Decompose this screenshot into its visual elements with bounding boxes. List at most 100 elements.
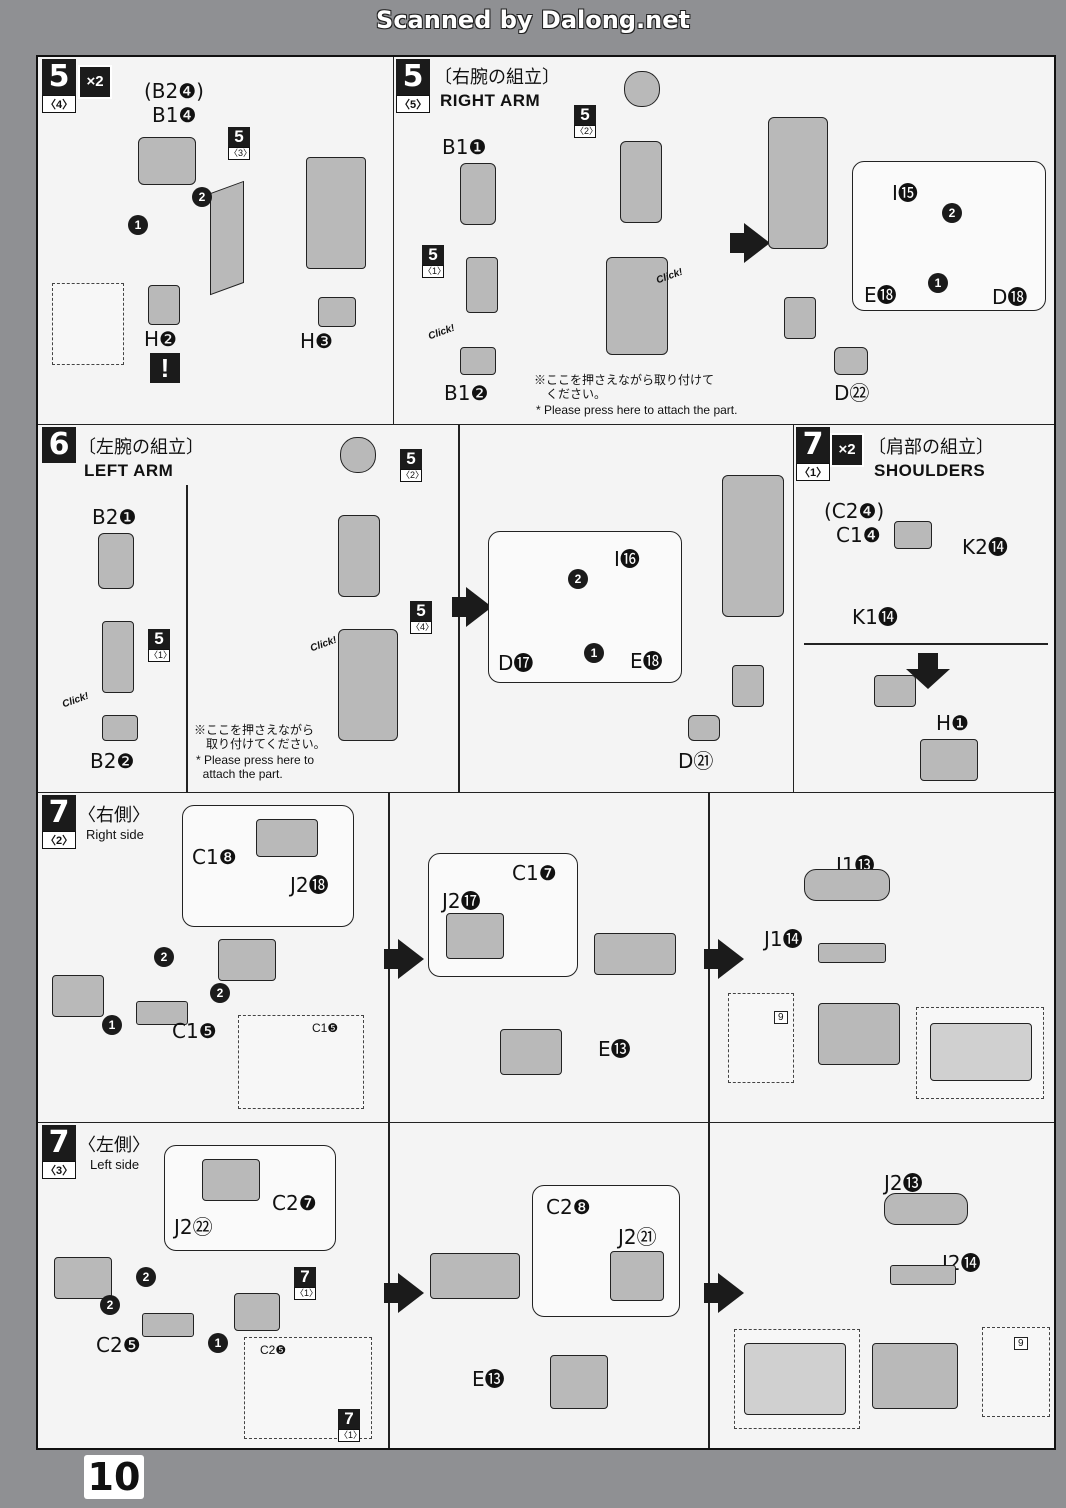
step-ref: 5〈1〉 bbox=[148, 629, 173, 662]
seq-1: 1 bbox=[208, 1333, 228, 1353]
step-title-jp: 〈右側〉 bbox=[78, 805, 150, 826]
step-sub: 〈5〉 bbox=[396, 95, 431, 113]
step5-left-panel: 5 〈4〉 ×2 (B2❹) B1❹ 5〈3〉 1 2 H❷ ! H❸ bbox=[38, 57, 394, 425]
part-label: B2❷ bbox=[90, 749, 135, 773]
step-number: 7 bbox=[42, 1125, 76, 1161]
flow-arrow bbox=[384, 1273, 424, 1313]
click-mark: Click! bbox=[426, 322, 457, 343]
part-armor bbox=[500, 1029, 562, 1075]
seq-2: 2 bbox=[210, 983, 230, 1003]
scan-credit: Scanned by Dalong.net bbox=[376, 6, 690, 34]
flow-arrow bbox=[730, 223, 770, 263]
part-label: C1❽ bbox=[192, 845, 237, 869]
step-ref: 7〈1〉 bbox=[294, 1267, 319, 1300]
seq-2: 2 bbox=[136, 1267, 156, 1287]
part-j2-13 bbox=[884, 1193, 968, 1225]
step-title-jp: 〈左側〉 bbox=[78, 1135, 150, 1156]
step-sub: 〈2〉 bbox=[42, 831, 77, 849]
part-elbow bbox=[466, 257, 498, 313]
part-assembly bbox=[54, 1257, 112, 1299]
part-j2-14 bbox=[890, 1265, 956, 1285]
part-label: J1⓮ bbox=[764, 927, 803, 951]
part-elbow bbox=[102, 621, 134, 693]
detail-inset bbox=[238, 1015, 364, 1109]
flow-arrow bbox=[384, 939, 424, 979]
click-mark: Click! bbox=[60, 690, 91, 711]
part-assembly bbox=[594, 933, 676, 975]
part-h2 bbox=[148, 285, 180, 325]
part-b1-lower bbox=[460, 347, 496, 375]
step-ref: 5〈1〉 bbox=[422, 245, 447, 278]
part-label: E⓭ bbox=[598, 1037, 631, 1061]
part-c1-8 bbox=[256, 819, 318, 857]
part-label: D㉒ bbox=[834, 381, 870, 405]
step-sub: 〈1〉 bbox=[796, 463, 831, 481]
part-label: I⓰ bbox=[614, 547, 640, 571]
divider bbox=[186, 485, 188, 793]
part-shoulder-assembled bbox=[874, 675, 916, 707]
divider bbox=[804, 643, 1048, 645]
part-label: J2⓱ bbox=[442, 889, 481, 913]
step-ref: 5〈2〉 bbox=[574, 105, 599, 138]
detail-inset bbox=[728, 993, 794, 1083]
flow-arrow bbox=[452, 587, 492, 627]
part-forearm bbox=[338, 515, 380, 597]
click-mark: Click! bbox=[308, 634, 339, 655]
part-fist bbox=[688, 715, 720, 741]
step7-shoulders-panel: 7 〈1〉 ×2 〔肩部の組立〕 SHOULDERS (C2❹) C1❹ K2⓮… bbox=[794, 425, 1054, 793]
part-label: E⓲ bbox=[864, 283, 897, 307]
part-label: D㉑ bbox=[678, 749, 714, 773]
part-joint-ball bbox=[624, 71, 660, 107]
part-label: I⓯ bbox=[892, 181, 918, 205]
part-armor bbox=[550, 1355, 608, 1409]
step-ref: 5〈2〉 bbox=[400, 449, 425, 482]
part-label: B1❷ bbox=[444, 381, 489, 405]
seq-1: 1 bbox=[584, 643, 604, 663]
step-title-jp: 〔右腕の組立〕 bbox=[434, 67, 560, 88]
step6-panel: 6 〔左腕の組立〕 LEFT ARM B2❶ 5〈1〉 Click! B2❷ 5… bbox=[38, 425, 794, 793]
press-note-jp: ※ここを押さえながら取り付けて ください。 bbox=[534, 373, 715, 401]
part-b2-lower bbox=[102, 715, 138, 741]
part-b1 bbox=[138, 137, 196, 185]
part-c2-5 bbox=[142, 1313, 194, 1337]
step-title-en: Left side bbox=[90, 1157, 140, 1172]
instruction-sheet: 5 〈4〉 ×2 (B2❹) B1❹ 5〈3〉 1 2 H❷ ! H❸ 5 〈5… bbox=[36, 55, 1056, 1450]
step-title-jp: 〔左腕の組立〕 bbox=[78, 437, 204, 458]
inset-label: C2❺ bbox=[260, 1343, 287, 1357]
step-title-en: RIGHT ARM bbox=[440, 91, 541, 110]
part-upper-arm bbox=[98, 533, 134, 589]
seq-2: 2 bbox=[568, 569, 588, 589]
tag-9: 9 bbox=[774, 1011, 788, 1024]
step-ref: 5〈4〉 bbox=[410, 601, 435, 634]
part-label: D⓲ bbox=[992, 285, 1028, 309]
flow-arrow-down bbox=[906, 653, 950, 689]
seq-1: 1 bbox=[128, 215, 148, 235]
step-ref: 7〈1〉 bbox=[338, 1409, 363, 1442]
step-number: 7 bbox=[42, 795, 76, 831]
press-note-en: * Please press here to attach the part. bbox=[536, 403, 738, 417]
part-j1-13 bbox=[804, 869, 890, 901]
part-label: B1❹ bbox=[152, 103, 197, 127]
seq-1: 1 bbox=[102, 1015, 122, 1035]
part-label: K2⓮ bbox=[962, 535, 1008, 559]
part-h3 bbox=[318, 297, 356, 327]
flow-arrow bbox=[704, 939, 744, 979]
part-shoulder-interior bbox=[930, 1023, 1032, 1081]
step-sub: 〈4〉 bbox=[42, 95, 77, 113]
seq-2: 2 bbox=[942, 203, 962, 223]
step-number: 5 bbox=[396, 59, 430, 95]
step-number: 6 bbox=[42, 427, 76, 463]
part-label: C1❼ bbox=[512, 861, 557, 885]
detail-inset bbox=[52, 283, 124, 365]
part-shoulder-interior bbox=[744, 1343, 846, 1415]
part-label: H❷ bbox=[144, 327, 177, 351]
step-title-en: Right side bbox=[86, 827, 144, 842]
part-assembly bbox=[430, 1253, 520, 1299]
part-upper-arm bbox=[460, 163, 496, 225]
part-label: J2㉑ bbox=[618, 1225, 657, 1249]
part-front bbox=[52, 975, 104, 1017]
step-number: 5 bbox=[42, 59, 76, 95]
part-label: H❸ bbox=[300, 329, 333, 353]
part-c2-7 bbox=[202, 1159, 260, 1201]
part-arm-shell bbox=[606, 257, 668, 355]
